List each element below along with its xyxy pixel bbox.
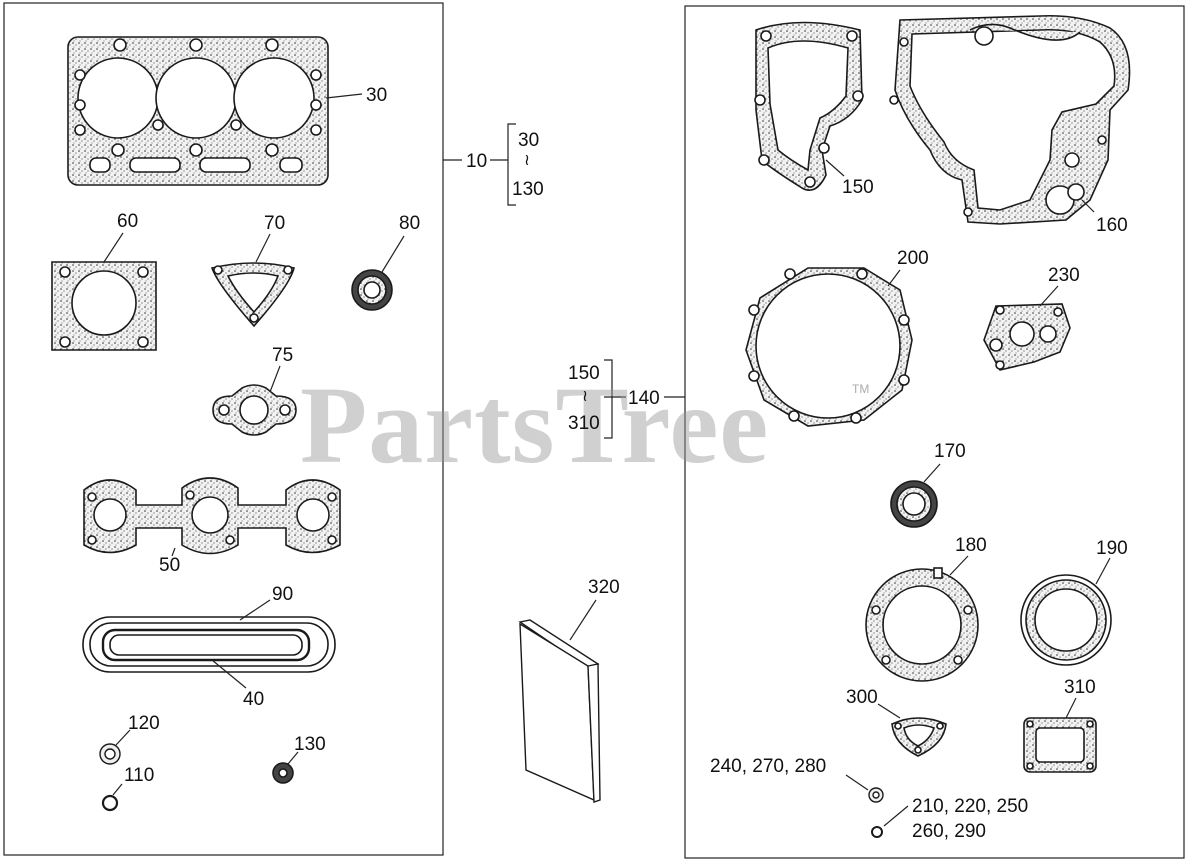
callout-90: 90 xyxy=(272,584,294,605)
callout-10: 10 xyxy=(466,151,488,172)
callout-260-290: 260, 290 xyxy=(912,821,986,842)
part-110-o-ring xyxy=(101,794,119,812)
callout-300: 300 xyxy=(846,687,878,708)
callout-170: 170 xyxy=(934,441,966,462)
part-150-gasket xyxy=(754,21,864,191)
part-190-seal-ring xyxy=(1020,574,1112,666)
part-130-seal xyxy=(272,762,294,784)
callout-310: 310 xyxy=(1064,677,1096,698)
part-80-seal xyxy=(351,269,393,311)
callout-320: 320 xyxy=(588,577,620,598)
callout-40: 40 xyxy=(243,689,265,710)
range-end-310: 310 xyxy=(568,413,600,434)
part-160-gasket xyxy=(889,14,1131,225)
callout-210-220-250: 210, 220, 250 xyxy=(912,796,1029,817)
callout-180: 180 xyxy=(955,535,987,556)
callout-150: 150 xyxy=(842,177,874,198)
callout-190: 190 xyxy=(1096,538,1128,559)
part-120-washer xyxy=(99,743,121,765)
part-60-gasket xyxy=(51,261,157,351)
callout-30: 30 xyxy=(366,85,388,106)
part-30-head-gasket xyxy=(67,36,329,186)
partstree-watermark: PartsTree xyxy=(300,364,770,486)
callout-70: 70 xyxy=(264,213,286,234)
part-170-seal xyxy=(890,480,938,528)
part-70-gasket xyxy=(210,262,295,328)
right-panel-frame xyxy=(684,5,1185,859)
callout-80: 80 xyxy=(399,213,421,234)
callout-75: 75 xyxy=(272,345,294,366)
part-50-manifold-gasket xyxy=(83,477,341,555)
callout-110: 110 xyxy=(124,765,155,786)
trademark-mark: TM xyxy=(852,382,870,396)
part-300-gasket xyxy=(891,717,947,757)
part-90-40-loop-gaskets xyxy=(82,616,336,673)
callout-60: 60 xyxy=(117,211,139,232)
callout-50: 50 xyxy=(159,555,181,576)
callout-160: 160 xyxy=(1096,215,1128,236)
callout-200: 200 xyxy=(897,248,929,269)
range-tilde-2: ≀ xyxy=(582,388,588,405)
callout-230: 230 xyxy=(1048,265,1080,286)
left-panel-frame xyxy=(3,2,444,856)
part-180-gasket xyxy=(865,567,979,682)
callout-140: 140 xyxy=(628,388,660,409)
part-75-gasket xyxy=(212,384,297,436)
callout-130: 130 xyxy=(294,734,326,755)
part-230-gasket xyxy=(983,303,1071,371)
part-310-gasket xyxy=(1023,717,1097,773)
callout-240-270-280: 240, 270, 280 xyxy=(710,756,827,777)
range-start-30: 30 xyxy=(518,130,540,151)
range-end-130: 130 xyxy=(512,179,544,200)
part-210-o-ring xyxy=(871,826,883,838)
part-240-washer xyxy=(868,787,884,803)
range-start-150: 150 xyxy=(568,363,600,384)
range-tilde-1: ≀ xyxy=(524,152,530,169)
callout-120: 120 xyxy=(128,713,160,734)
part-200-gasket xyxy=(745,267,913,427)
part-320-instruction-sheet xyxy=(518,619,601,803)
